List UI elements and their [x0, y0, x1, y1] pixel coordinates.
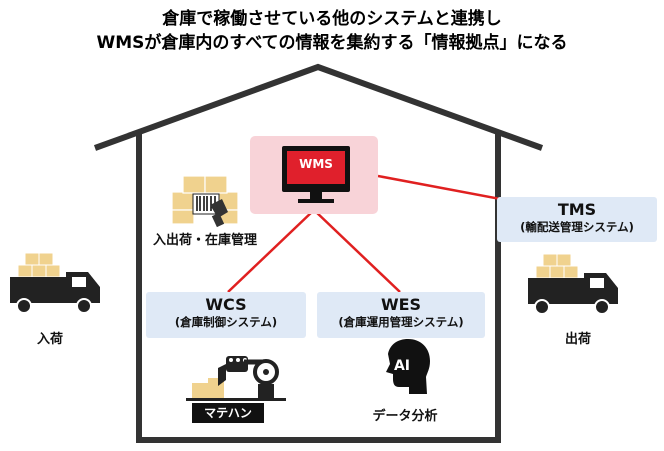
wcs-name: WCS: [205, 295, 247, 314]
barcode-scanner-icon: [192, 193, 228, 228]
truck-icon-inbound: [10, 252, 100, 314]
tms-box: TMS (輸配送管理システム): [497, 197, 657, 242]
wes-box: WES (倉庫運用管理システム): [317, 292, 485, 338]
warehouse-outline: [93, 63, 544, 443]
inbound-label: 入荷: [36, 332, 63, 347]
truck-icon-outbound: [528, 253, 618, 315]
tms-name: TMS: [557, 200, 597, 219]
wes-name: WES: [380, 295, 422, 314]
inventory-label: 入出荷・在庫管理: [152, 233, 257, 248]
connector-wms-wes: [313, 209, 401, 293]
robot-arm-icon: [186, 356, 286, 401]
connector-wms-wcs: [227, 209, 315, 293]
ai-badge: AI: [393, 358, 411, 374]
ai-head-icon: [386, 339, 430, 394]
wes-description: (倉庫運用管理システム): [338, 315, 464, 329]
matehan-label: マテハン: [192, 403, 264, 423]
data-analysis-label: データ分析: [372, 409, 438, 424]
wcs-box: WCS (倉庫制御システム): [146, 292, 306, 338]
outbound-label: 出荷: [564, 332, 591, 347]
wms-label: WMS: [299, 157, 333, 171]
diagram-title-line2: WMSが倉庫内のすべての情報を集約する「情報拠点」になる: [96, 33, 568, 53]
diagram-title-line1: 倉庫で稼働させている他のシステムと連携し: [162, 9, 502, 29]
monitor-icon: [282, 146, 350, 203]
wcs-description: (倉庫制御システム): [174, 315, 278, 329]
tms-description: (輸配送管理システム): [520, 220, 634, 234]
